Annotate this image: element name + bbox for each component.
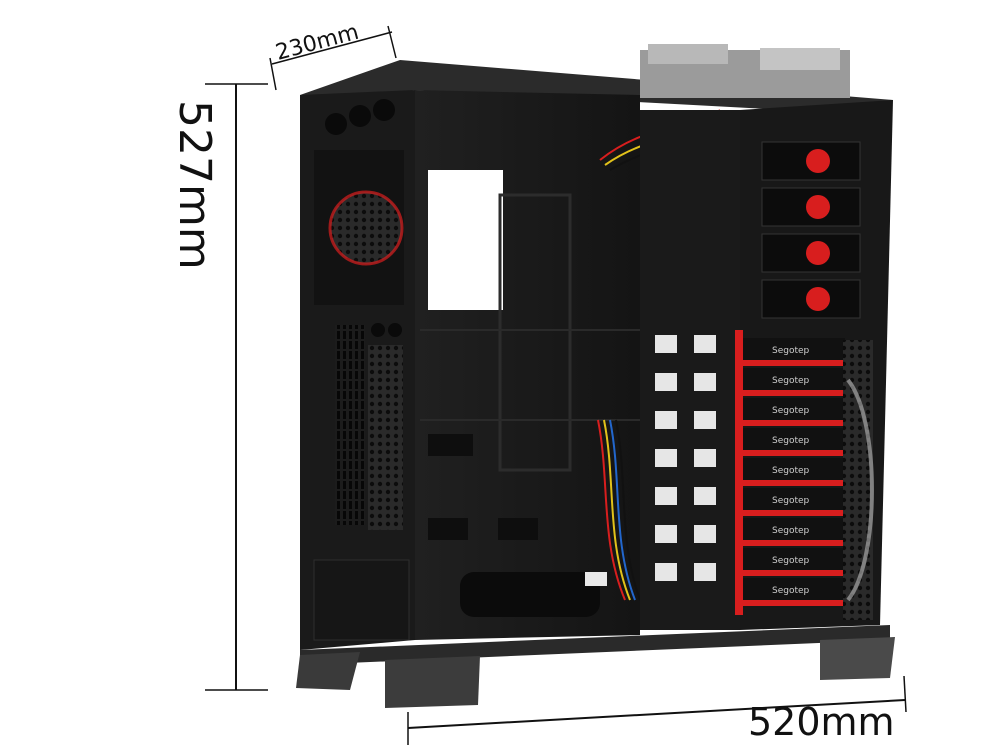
length-dimension: 520mm (407, 675, 907, 745)
hdd-tray-label: Segotep (772, 526, 810, 536)
length-label: 520mm (748, 700, 895, 744)
hdd-tray-label: Segotep (772, 556, 810, 566)
hdd-tray-label: Segotep (772, 466, 810, 476)
hdd-tray-label: Segotep (772, 346, 810, 356)
depth-label: 230mm (273, 20, 361, 66)
pc-case: Segotep Segotep Segotep Segotep Segotep … (296, 44, 895, 708)
hdd-tray-label: Segotep (772, 376, 810, 386)
hdd-trays: Segotep Segotep Segotep Segotep Segotep … (735, 330, 845, 615)
optical-drive-bays (761, 141, 861, 319)
front-fan (843, 340, 873, 620)
hdd-tray-label: Segotep (772, 496, 810, 506)
height-dimension: 527mm (169, 83, 268, 691)
case-foot (296, 652, 360, 690)
case-foot (385, 656, 480, 708)
hdd-tray-label: Segotep (772, 586, 810, 596)
rear-fan (314, 150, 404, 305)
psu-bay (313, 559, 410, 641)
hdd-tray-label: Segotep (772, 406, 810, 416)
case-foot (820, 637, 895, 680)
expansion-slots (335, 325, 365, 525)
hdd-tray-label: Segotep (772, 436, 810, 446)
hdd-cage-slots (655, 335, 716, 581)
height-label: 527mm (169, 100, 220, 270)
cpu-cutout (428, 170, 503, 310)
